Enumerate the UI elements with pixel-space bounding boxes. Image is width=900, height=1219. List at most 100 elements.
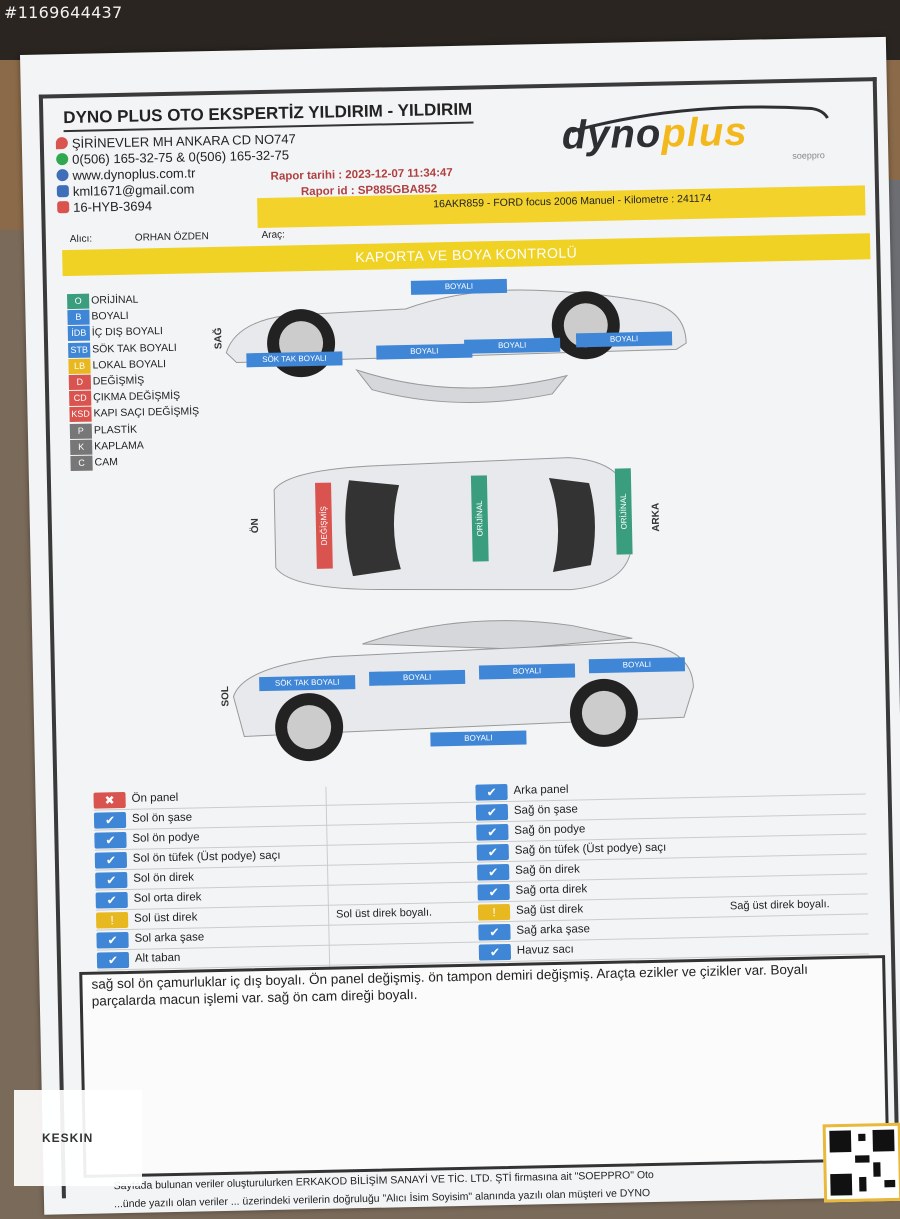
phone-icon xyxy=(56,153,69,166)
check-note: Sağ üst direk boyalı. xyxy=(729,898,830,913)
logo-sub: soeppro xyxy=(792,150,825,161)
warning-icon: ! xyxy=(95,911,129,929)
car-top-view xyxy=(273,457,632,591)
left-side-label: SOL xyxy=(220,685,232,707)
legend-label: BOYALI xyxy=(91,309,129,323)
check-label: Sol üst direk xyxy=(133,911,198,925)
legend-label: İÇ DIŞ BOYALI xyxy=(91,325,163,339)
trunk-tag: ORİJİNAL xyxy=(614,468,633,555)
email-text: kml1671@gmail.com xyxy=(72,181,195,199)
legend-code: P xyxy=(69,423,93,439)
check-label: Sağ ön direk xyxy=(515,863,580,877)
hood-tag: DEĞİŞMİŞ xyxy=(315,482,333,569)
legend-code: O xyxy=(67,293,90,310)
globe-icon xyxy=(56,169,69,182)
legend-code: B xyxy=(67,309,90,326)
legend-code: STB xyxy=(68,342,91,358)
buyer-name: ORHAN ÖZDEN xyxy=(134,231,209,244)
plate-text: 16-HYB-3694 xyxy=(73,198,153,215)
check-icon: ✔ xyxy=(478,943,512,961)
check-icon: ✔ xyxy=(94,851,128,869)
website-line: www.dynoplus.com.tr xyxy=(56,165,195,183)
check-label: Ön panel xyxy=(131,791,179,805)
legend-label: KAPI SAÇI DEĞİŞMİŞ xyxy=(93,405,200,420)
buyer-label: Alıcı: xyxy=(69,233,93,245)
check-label: Sağ ön podye xyxy=(514,823,586,837)
check-icon: ✔ xyxy=(94,831,127,849)
check-icon: ✔ xyxy=(475,803,509,821)
keskin-watermark: KESKIN xyxy=(42,1131,94,1145)
check-icon: ✔ xyxy=(476,823,509,841)
id-icon xyxy=(57,201,70,214)
left-front-fender-tag: SÖK TAK BOYALI xyxy=(259,675,356,692)
check-label: Sağ orta direk xyxy=(515,883,588,897)
check-label: Sol orta direk xyxy=(133,891,202,905)
right-rear-fender-tag: BOYALI xyxy=(575,331,673,348)
report-date-label: Rapor tarihi : xyxy=(270,169,343,183)
check-icon: ✔ xyxy=(95,871,128,889)
legend-code: C xyxy=(70,455,93,472)
car-left-side xyxy=(232,620,694,762)
legend-code: İDB xyxy=(67,325,91,342)
legend-label: LOKAL BOYALI xyxy=(92,357,167,372)
legend-label: PLASTİK xyxy=(93,423,138,437)
check-label: Sol ön şase xyxy=(131,811,193,825)
expertise-report-paper: DYNO PLUS OTO EKSPERTİZ YILDIRIM - YILDI… xyxy=(20,36,900,1215)
check-icon: ✔ xyxy=(96,931,129,949)
logo-accent: plus xyxy=(660,109,749,156)
left-sill-tag: BOYALI xyxy=(430,730,527,747)
legend-code: CD xyxy=(69,390,92,407)
trunk-tag-text: ORİJİNAL xyxy=(618,493,629,530)
hood-tag-text: DEĞİŞMİŞ xyxy=(319,506,329,546)
check-icon: ✔ xyxy=(478,923,511,941)
dynoplus-logo: dynoplus xyxy=(561,110,748,159)
check-note: Sol üst direk boyalı. xyxy=(335,906,433,921)
logo-swoosh-icon xyxy=(571,105,829,133)
check-label: Sağ arka şase xyxy=(516,923,591,937)
legend-label: SÖK TAK BOYALI xyxy=(92,341,177,356)
legend-code: D xyxy=(68,374,92,391)
check-icon: ✔ xyxy=(477,883,510,901)
right-rear-door-tag: BOYALI xyxy=(464,337,561,354)
check-label: Arka panel xyxy=(513,783,569,797)
watermark-box xyxy=(14,1090,142,1186)
legend-label: DEĞİŞMİŞ xyxy=(92,374,145,388)
email-line: kml1671@gmail.com xyxy=(56,181,195,199)
legend-label: KAPLAMA xyxy=(94,439,144,453)
check-icon: ✔ xyxy=(93,811,127,829)
check-label: Sağ ön şase xyxy=(513,803,578,817)
roof-tag-text: ORİJİNAL xyxy=(474,500,485,537)
check-icon: ✔ xyxy=(96,951,130,969)
qr-code-icon xyxy=(822,1122,900,1203)
mail-icon xyxy=(56,185,69,198)
check-icon: ✔ xyxy=(95,891,128,909)
plate-line: 16-HYB-3694 xyxy=(57,198,152,215)
right-side-label: SAĞ xyxy=(213,327,225,350)
right-front-door-tag: BOYALI xyxy=(376,343,473,360)
check-label: Sağ üst direk xyxy=(515,903,584,917)
check-label: Sağ ön tüfek (Üst podye) saçı xyxy=(514,841,667,857)
check-label: Sol ön direk xyxy=(133,871,195,885)
legend-code: KSD xyxy=(69,406,92,423)
roof-tag: ORİJİNAL xyxy=(470,475,489,562)
cross-icon: ✖ xyxy=(93,791,126,809)
vehicle-label: Araç: xyxy=(261,229,285,241)
warning-icon: ! xyxy=(477,903,511,921)
check-label: Sol ön tüfek (Üst podye) saçı xyxy=(132,849,281,865)
legend-code: LB xyxy=(68,358,91,374)
website-text: www.dynoplus.com.tr xyxy=(72,165,196,183)
left-rear-door-tag: BOYALI xyxy=(478,663,576,680)
check-icon: ✔ xyxy=(475,783,508,801)
check-label: Sol arka şase xyxy=(134,931,205,945)
front-label: ÖN xyxy=(249,518,262,534)
right-roof-tag: BOYALI xyxy=(410,278,508,295)
right-front-fender-tag: SÖK TAK BOYALI xyxy=(246,351,343,368)
